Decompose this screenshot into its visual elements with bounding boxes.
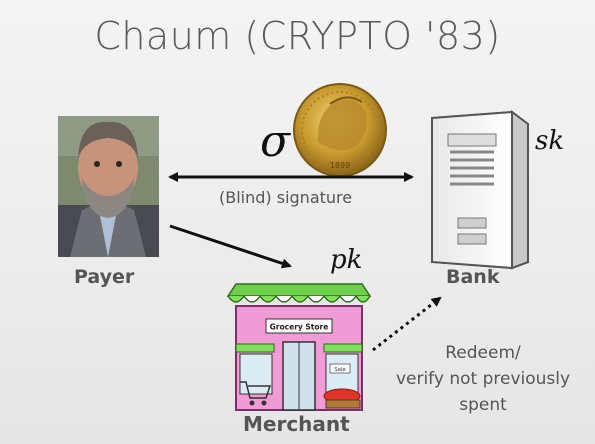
- bank-label: Bank: [446, 266, 500, 288]
- payer-photo: [58, 116, 159, 257]
- grocery-store-icon: Grocery Store Sale: [226, 283, 372, 411]
- public-key-label: pk: [330, 245, 363, 275]
- redeem-line-2: verify not previously: [395, 369, 571, 389]
- coin-year: 1899: [330, 161, 350, 170]
- merchant-bank-arrow: [372, 296, 442, 352]
- gold-coin-icon: 1899: [293, 83, 387, 177]
- redeem-line-3: spent: [459, 395, 507, 415]
- blind-signature-label: (Blind) signature: [219, 188, 353, 207]
- redeem-label: Redeem/ verify not previously spent: [378, 340, 588, 418]
- merchant-label: Merchant: [243, 412, 350, 436]
- bank-server-icon: [431, 110, 529, 270]
- slide-title: Chaum (CRYPTO '83): [94, 14, 501, 58]
- sale-sign: Sale: [334, 367, 346, 373]
- payer-label: Payer: [74, 266, 135, 288]
- secret-key-label: sk: [535, 126, 565, 156]
- payer-merchant-arrow: [169, 224, 292, 269]
- redeem-line-1: Redeem/: [445, 343, 521, 363]
- signature-symbol: σ: [260, 116, 291, 167]
- store-sign: Grocery Store: [270, 323, 329, 332]
